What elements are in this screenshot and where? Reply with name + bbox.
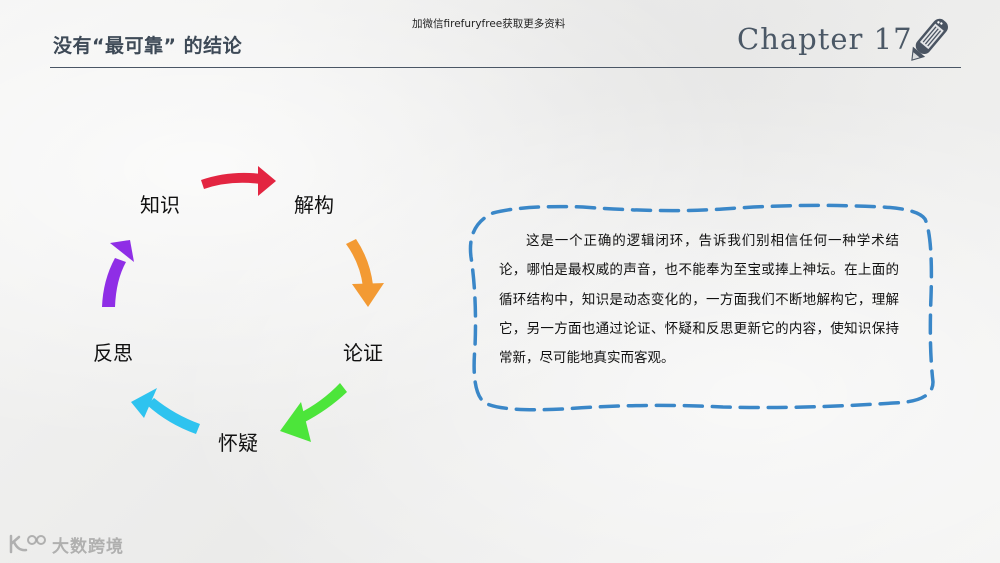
logo-icon xyxy=(9,534,46,554)
node-reflect: 反思 xyxy=(93,341,133,365)
knowledge-cycle-diagram: 知识 解构 论证 怀疑 反思 xyxy=(0,0,460,563)
brand-logo: 大数跨境 xyxy=(8,532,124,557)
node-deconstruct: 解构 xyxy=(294,193,334,217)
cycle-arrows xyxy=(102,166,384,442)
pencil-icon xyxy=(903,17,953,65)
slide-title: 没有“最可靠” 的结论 xyxy=(53,35,243,57)
node-argue: 论证 xyxy=(343,341,383,365)
explanation-text: 这是一个正确的逻辑闭环，告诉我们别相信任何一种学术结论，哪怕是最权威的声音，也不… xyxy=(499,233,899,367)
arrow-deconstruct-to-argue-icon xyxy=(346,239,384,307)
arrow-reflect-to-knowledge-icon xyxy=(102,240,134,307)
logo-text: 大数跨境 xyxy=(52,536,124,557)
arrow-doubt-to-reflect-icon xyxy=(131,388,200,434)
arrow-argue-to-doubt-icon xyxy=(280,383,347,442)
header-divider xyxy=(50,67,961,68)
explanation-textbox: 这是一个正确的逻辑闭环，告诉我们别相信任何一种学术结论，哪怕是最权威的声音，也不… xyxy=(463,197,973,412)
dashed-border xyxy=(468,203,935,412)
node-doubt: 怀疑 xyxy=(218,431,258,455)
chapter-label: Chapter 17 xyxy=(737,22,913,56)
watermark-text: 加微信firefuryfree获取更多资料 xyxy=(412,18,566,30)
node-knowledge: 知识 xyxy=(140,193,180,217)
arrow-knowledge-to-deconstruct-icon xyxy=(201,166,276,196)
